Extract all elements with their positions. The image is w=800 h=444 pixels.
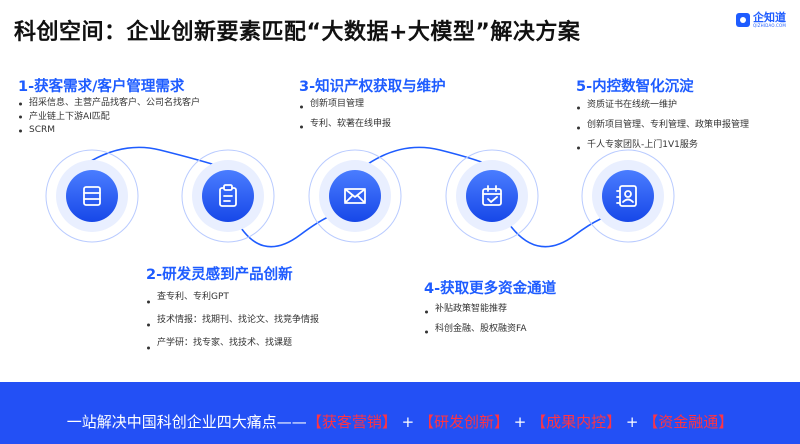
list-item: 查专利、专利GPT — [146, 290, 319, 313]
pain-point-financing: 【资金融通】 — [643, 412, 734, 431]
list-item: 产学研：找专家、找技术、找课题 — [146, 336, 319, 359]
pain-point-rnd: 【研发创新】 — [418, 412, 509, 431]
connector-arc-1-2 — [79, 146, 226, 169]
list-item: 补贴政策智能推荐 — [424, 302, 527, 322]
section-list-3: 创新项目管理 专利、软著在线申报 — [299, 97, 391, 137]
pain-point-marketing: 【获客营销】 — [306, 412, 397, 431]
list-item: 千人专家团队-上门1V1服务 — [576, 138, 749, 158]
plus-separator: + — [508, 412, 532, 431]
section-list-5: 资质证书在线统一维护 创新项目管理、专利管理、政策申报管理 千人专家团队-上门1… — [576, 98, 749, 158]
list-item: 招采信息、主营产品找客户、公司名找客户 — [18, 97, 200, 111]
bottom-banner: 一站解决中国科创企业四大痛点——【获客营销】 + 【研发创新】 + 【成果内控】… — [0, 382, 800, 444]
pain-point-control: 【成果内控】 — [531, 412, 622, 431]
step-node-5 — [581, 149, 675, 243]
plus-separator: + — [396, 412, 419, 431]
list-item: 技术情报：找期刊、找论文、找竞争情报 — [146, 313, 319, 336]
section-heading-3: 3-知识产权获取与维护 — [299, 79, 446, 95]
step-node-3 — [308, 149, 402, 243]
list-item: 产业链上下游AI匹配 — [18, 111, 200, 125]
logo-name: 企知道 — [753, 11, 786, 24]
list-item: 科创金融、股权融资FA — [424, 322, 527, 342]
bottom-prefix: 一站解决中国科创企业四大痛点—— — [66, 412, 307, 431]
plus-separator: + — [621, 412, 644, 431]
section-heading-5: 5-内控数智化沉淀 — [576, 79, 694, 95]
brand-logo: 企知道 QIZHIDAO.COM — [736, 12, 786, 28]
list-item: 资质证书在线统一维护 — [576, 98, 749, 118]
step-node-1 — [45, 149, 139, 243]
logo-icon — [736, 13, 750, 27]
list-item: 创新项目管理 — [299, 97, 391, 117]
section-heading-1: 1-获客需求/客户管理需求 — [18, 79, 185, 95]
section-list-2: 查专利、专利GPT 技术情报：找期刊、找论文、找竞争情报 产学研：找专家、找技术… — [146, 290, 319, 359]
section-list-1: 招采信息、主营产品找客户、公司名找客户 产业链上下游AI匹配 SCRM — [18, 97, 200, 138]
logo-subtitle: QIZHIDAO.COM — [753, 23, 786, 28]
section-list-4: 补贴政策智能推荐 科创金融、股权融资FA — [424, 302, 527, 342]
page-title: 科创空间：企业创新要素匹配“大数据+大模型”解决方案 — [14, 20, 581, 45]
section-heading-4: 4-获取更多资金通道 — [424, 281, 557, 297]
bottom-summary: 一站解决中国科创企业四大痛点——【获客营销】 + 【研发创新】 + 【成果内控】… — [67, 411, 733, 432]
list-item: SCRM — [18, 124, 200, 138]
step-node-4 — [445, 149, 539, 243]
step-node-2 — [181, 149, 275, 243]
list-item: 创新项目管理、专利管理、政策申报管理 — [576, 118, 749, 138]
list-item: 专利、软著在线申报 — [299, 117, 391, 137]
section-heading-2: 2-研发灵感到产品创新 — [146, 267, 293, 283]
